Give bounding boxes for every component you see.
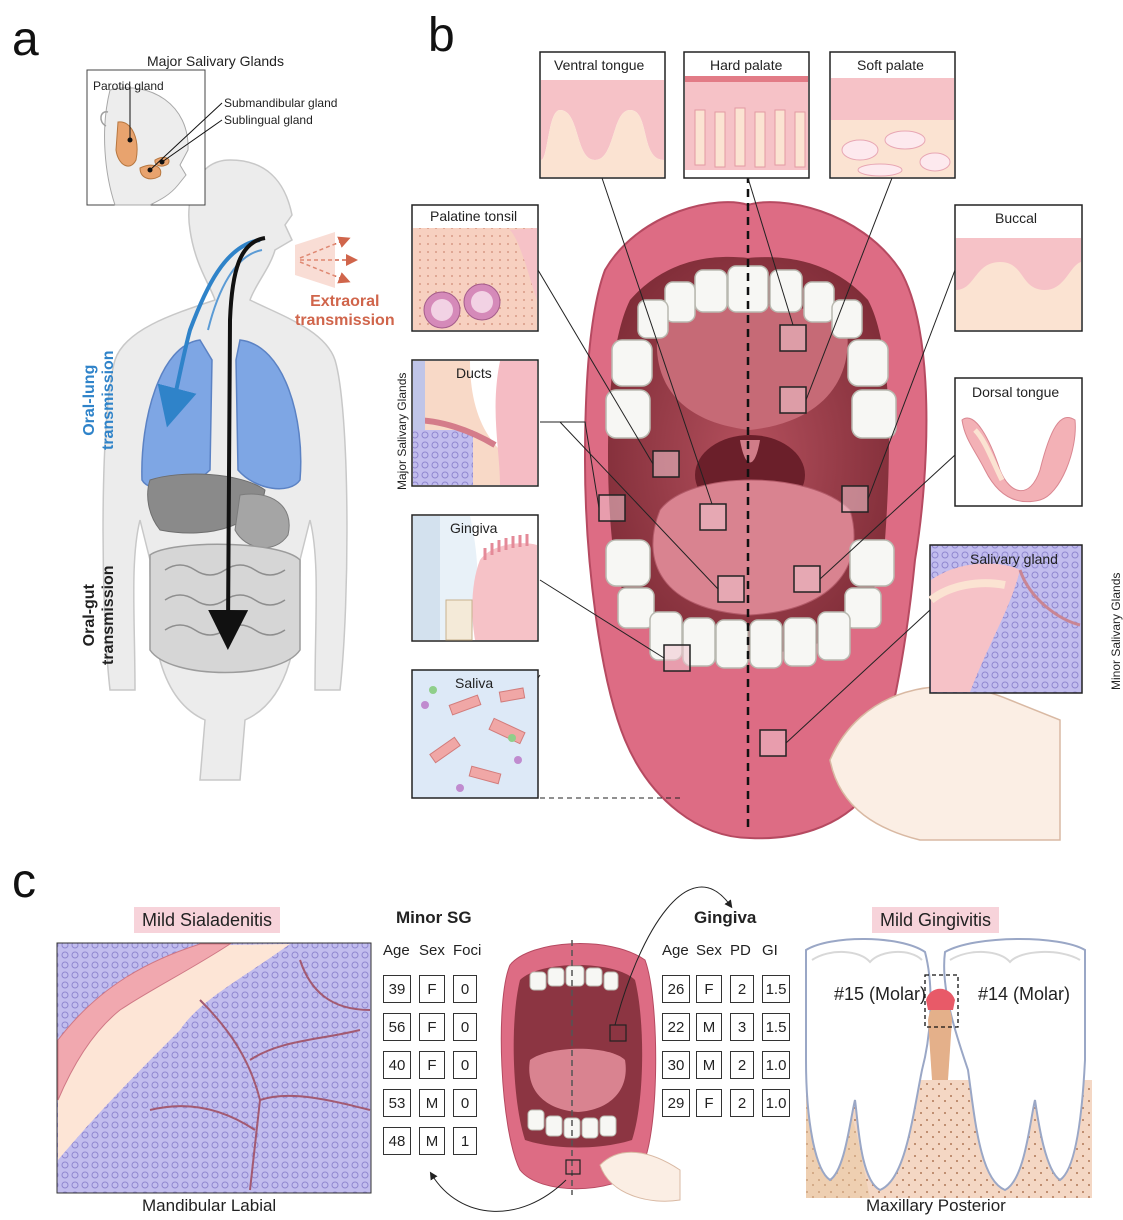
minor-sg-cell: 0 <box>453 1051 477 1079</box>
minor-sg-header-1: Sex <box>419 942 445 959</box>
major-salivary-glands-title: Major Salivary Glands <box>147 53 284 69</box>
gingiva-cell: 22 <box>662 1013 690 1041</box>
minor-sg-cell: M <box>419 1089 445 1117</box>
buccal-label: Buccal <box>995 210 1037 226</box>
panel-c-graphics <box>57 887 1092 1211</box>
major-salivary-glands-side-label: Major Salivary Glands <box>395 373 409 490</box>
extraoral-transmission-label: Extraoral transmission <box>295 292 395 330</box>
molar-illustration <box>806 939 1092 1198</box>
oral-lung-line-1: Oral-lung <box>80 350 99 450</box>
oral-gut-line-1: Oral-gut <box>80 565 99 665</box>
gingiva-header-1: Sex <box>696 942 722 959</box>
minor-sg-cell: 53 <box>383 1089 411 1117</box>
hard-palate-label: Hard palate <box>710 57 782 73</box>
gingiva-table-title: Gingiva <box>694 908 756 928</box>
gingiva-cell: 2 <box>730 975 754 1003</box>
oral-gut-line-2: transmission <box>99 565 118 665</box>
tooth-14-label: #14 (Molar) <box>978 984 1070 1005</box>
panel-a-body-diagram <box>87 70 352 780</box>
maxillary-posterior-caption: Maxillary Posterior <box>866 1196 1006 1216</box>
salivary-gland-label: Salivary gland <box>970 551 1058 567</box>
panel-a-letter: a <box>12 16 39 64</box>
minor-sg-cell: M <box>419 1127 445 1155</box>
minor-sg-cell: 48 <box>383 1127 411 1155</box>
minor-sg-cell: 1 <box>453 1127 477 1155</box>
dorsal-tongue-label: Dorsal tongue <box>972 384 1059 400</box>
sublingual-gland-label: Sublingual gland <box>224 113 313 127</box>
minor-salivary-glands-side-label: Minor Salivary Glands <box>1109 573 1123 690</box>
extraoral-arrows <box>295 232 352 288</box>
gingiva-cell: M <box>696 1051 722 1079</box>
gingiva-cell: M <box>696 1013 722 1041</box>
gingiva-label: Gingiva <box>450 520 497 536</box>
gingiva-cell: 30 <box>662 1051 690 1079</box>
minor-sg-cell: F <box>419 975 445 1003</box>
intestines <box>150 544 300 672</box>
gingiva-cell: 1.0 <box>762 1089 790 1117</box>
gingiva-cell: 2 <box>730 1089 754 1117</box>
minor-sg-cell: F <box>419 1013 445 1041</box>
gingiva-cell: 2 <box>730 1051 754 1079</box>
minor-sg-cell: 56 <box>383 1013 411 1041</box>
submandibular-gland-label: Submandibular gland <box>224 96 337 110</box>
tooth-15-label: #15 (Molar) <box>834 984 926 1005</box>
panel-c-letter: c <box>12 858 36 906</box>
mild-gingivitis-pill: Mild Gingivitis <box>872 907 999 933</box>
mini-finger <box>600 1152 680 1201</box>
parotid-gland-label: Parotid gland <box>93 79 164 93</box>
minor-sg-cell: 40 <box>383 1051 411 1079</box>
gingiva-cell: 1.5 <box>762 1013 790 1041</box>
panel-b-letter: b <box>428 12 455 60</box>
palatine-tonsil-label: Palatine tonsil <box>430 208 517 224</box>
gingiva-header-3: GI <box>762 942 778 959</box>
mandibular-labial-caption: Mandibular Labial <box>142 1196 276 1216</box>
minor-sg-title: Minor SG <box>396 908 472 928</box>
gingiva-cell: 1.0 <box>762 1051 790 1079</box>
gingiva-cell: 1.5 <box>762 975 790 1003</box>
oral-gut-transmission-label: Oral-gut transmission <box>80 565 118 665</box>
minor-sg-cell: F <box>419 1051 445 1079</box>
gingiva-cell: 29 <box>662 1089 690 1117</box>
oral-lung-line-2: transmission <box>99 350 118 450</box>
minor-sg-header-0: Age <box>383 942 410 959</box>
soft-palate-label: Soft palate <box>857 57 924 73</box>
minor-sg-header-2: Foci <box>453 942 481 959</box>
gingiva-cell: F <box>696 1089 722 1117</box>
gingiva-header-0: Age <box>662 942 689 959</box>
minor-sg-cell: 0 <box>453 975 477 1003</box>
gingiva-cell: F <box>696 975 722 1003</box>
minor-sg-cell: 39 <box>383 975 411 1003</box>
gingiva-cell: 3 <box>730 1013 754 1041</box>
extraoral-line-2: transmission <box>295 311 395 330</box>
oral-lung-transmission-label: Oral-lung transmission <box>80 350 118 450</box>
ducts-label: Ducts <box>456 365 492 381</box>
mild-sialadenitis-pill: Mild Sialadenitis <box>134 907 280 933</box>
gingiva-cell: 26 <box>662 975 690 1003</box>
extraoral-line-1: Extraoral <box>295 292 395 311</box>
minor-sg-cell: 0 <box>453 1089 477 1117</box>
ventral-tongue-label: Ventral tongue <box>554 57 644 73</box>
panel-b-mouth-diagram <box>412 52 1082 840</box>
gingiva-header-2: PD <box>730 942 751 959</box>
minor-sg-cell: 0 <box>453 1013 477 1041</box>
saliva-label: Saliva <box>455 675 493 691</box>
